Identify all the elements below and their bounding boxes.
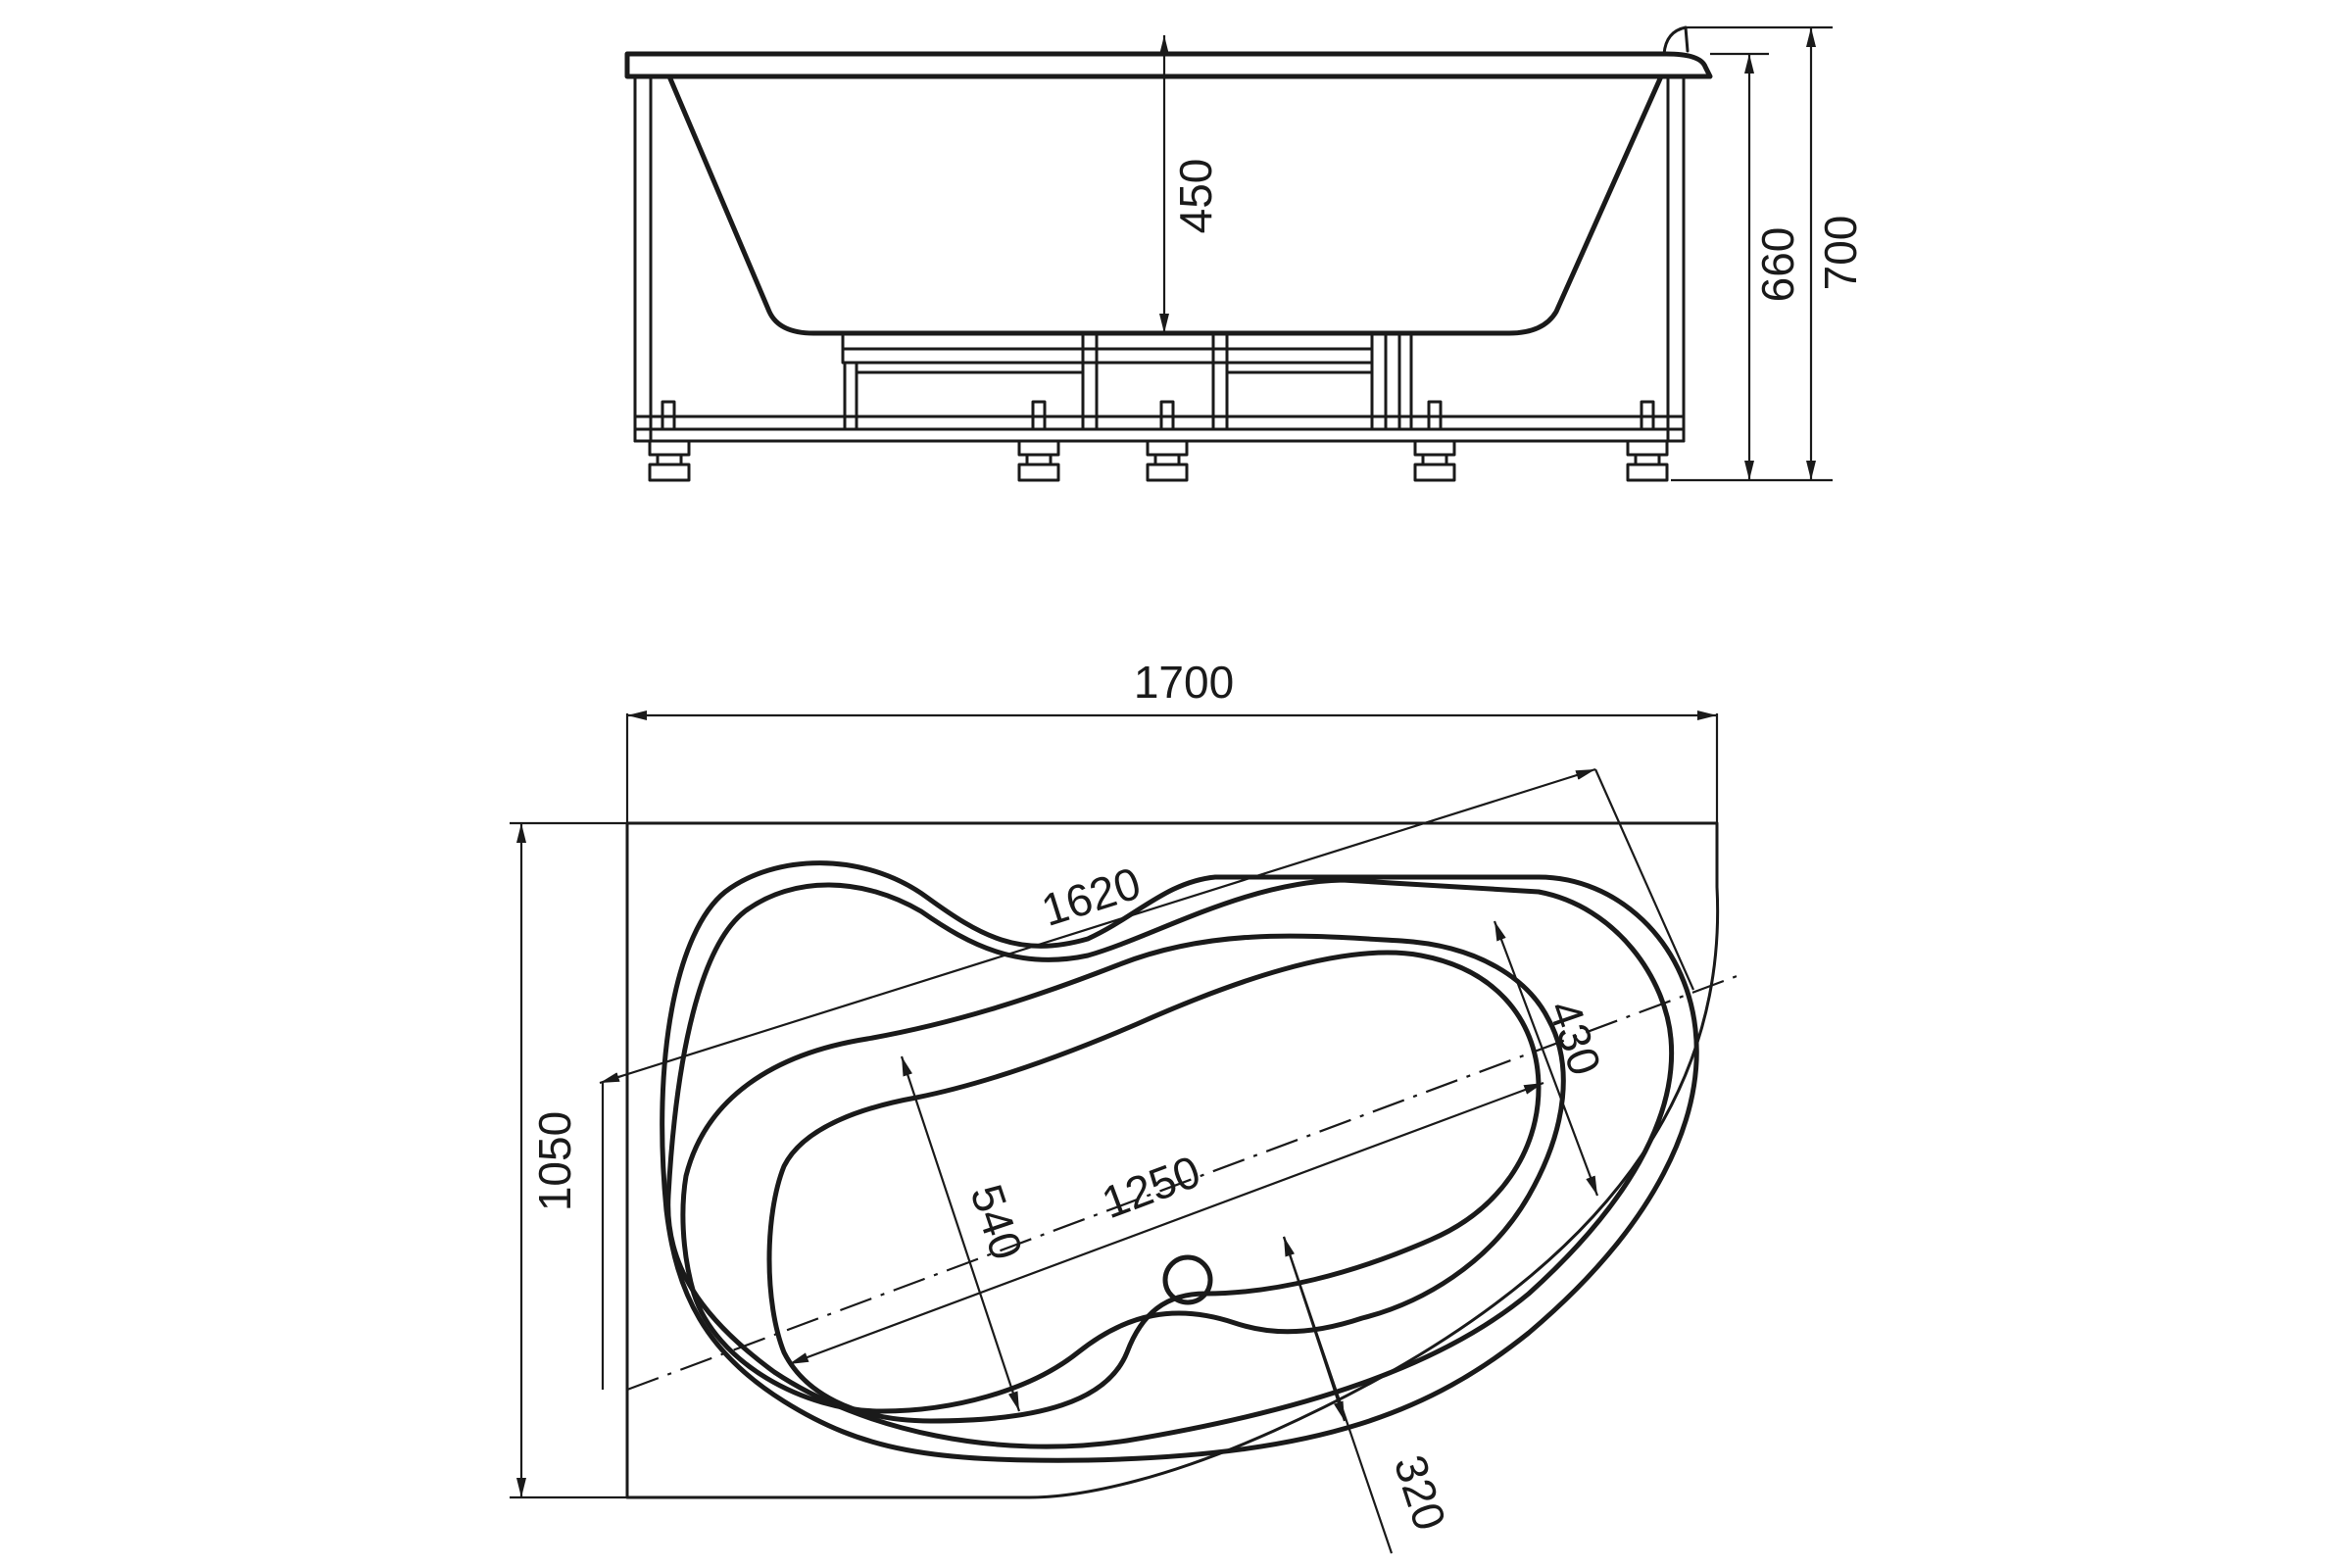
dim-label-1700: 1700 — [1134, 657, 1234, 708]
top-view: 1700 1050 1620 1250 540 430 320 — [510, 657, 1740, 1554]
adjustable-feet — [648, 400, 1669, 482]
foot-3 — [1146, 400, 1189, 482]
dim-label-660: 660 — [1752, 227, 1803, 303]
side-view: 450 660 700 — [624, 25, 1866, 482]
dim-label-1620: 1620 — [1036, 858, 1147, 936]
foot-4 — [1413, 400, 1456, 482]
dim-label-depth: 450 — [1170, 159, 1221, 234]
dim-label-540: 540 — [960, 1178, 1033, 1265]
tub-rim — [624, 51, 1713, 79]
frame-base-rail — [633, 427, 1686, 443]
dim-label-1050: 1050 — [529, 1111, 580, 1211]
dim-label-320: 320 — [1385, 1449, 1456, 1537]
foot-1 — [648, 400, 691, 482]
frame-post-left — [633, 74, 653, 443]
dim-line-430 — [1493, 920, 1599, 1197]
foot-5 — [1626, 400, 1669, 482]
ext-line-1620-right — [1593, 768, 1695, 991]
frame-post-right — [1666, 74, 1686, 443]
overflow-lip — [1662, 25, 1690, 56]
dim-line-1250 — [788, 1081, 1544, 1366]
foot-2 — [1017, 400, 1060, 482]
dim-line-1620 — [599, 767, 1596, 1085]
dim-line-320 — [1282, 1236, 1347, 1422]
dim-label-700: 700 — [1815, 216, 1866, 291]
basin-supports — [841, 331, 1413, 431]
dim-line-540 — [900, 1055, 1021, 1412]
